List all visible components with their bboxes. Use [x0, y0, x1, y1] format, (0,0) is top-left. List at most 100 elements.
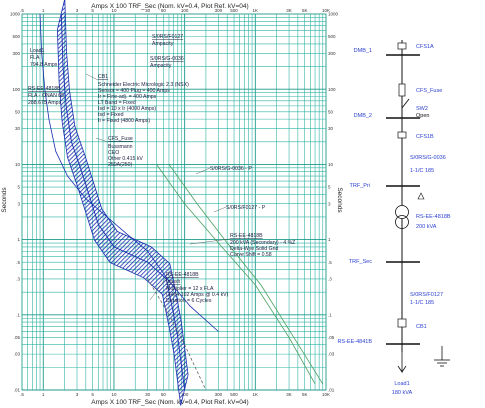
x-tick-label-bottom: 100: [181, 392, 189, 397]
x-tick-label-bottom: 5: [91, 392, 94, 397]
annotation-cb1-title: CB1: [98, 74, 108, 80]
x-tick-label-top: 300: [215, 8, 223, 13]
annotation-load1-line2: FLA: [30, 55, 40, 61]
annotation-rs-ee-fla-line2: FLA - ONAN 65: [28, 93, 64, 99]
sld-xfmr-label: RS-EE-4818B: [416, 214, 451, 220]
x-tick-label-bottom: 10: [111, 392, 117, 397]
y-tick-label-right: 500: [328, 34, 336, 39]
annotation-cb1-line8: Ii = Fixed (4800 Amps): [98, 118, 150, 124]
leader-inrush: [149, 277, 167, 301]
x-tick-label-top: 1: [42, 8, 45, 13]
annotation-rs-ee-fla-line3: 288.675 Amps: [28, 100, 62, 106]
sld-trf-sec-label: TRF_Sec: [349, 259, 372, 265]
annotation-cfs-fuse-line3: CEO: [108, 150, 119, 156]
sld-cb1-label: CB1: [416, 324, 427, 330]
y-tick-label-left: .05: [14, 335, 21, 340]
annotation-cfs-fuse-line2: Bussmann: [108, 144, 133, 150]
x-tick-label-top: 5K: [302, 8, 308, 13]
x-tick-label-top: 10K: [322, 8, 330, 13]
sld-xfmr-delta: [417, 192, 425, 200]
y-tick-label-right: 50: [328, 109, 334, 114]
annotation-rs-ee-fla: RS-EE-4818B FLA - ONAN 65 288.675 Amps: [28, 86, 64, 106]
annotation-cfs-fuse-line4: Other 0.415 kV: [108, 156, 143, 162]
x-tick-label-bottom: 30: [145, 392, 151, 397]
annotation-s0rsg0036-sub: Ampacity: [150, 63, 172, 69]
sld-load-arrow: [397, 352, 407, 374]
y-tick-label-left: .01: [14, 388, 21, 393]
y-axis-title-right: Seconds: [336, 187, 343, 213]
sld-cb1-breaker: [397, 318, 407, 328]
sld-cable2-spec: 1-1/C 185: [410, 300, 434, 306]
grid: [21, 14, 326, 391]
annotation-rs-ee-damage-line3: Delta-Wye Solid Gnd: [230, 246, 279, 252]
x-tick-label-top: 50: [161, 8, 167, 13]
x-tick-label-bottom: 5K: [302, 392, 308, 397]
annotation-cb1-line2: Schneider Electric Micrologic 2.3 (NSX): [98, 82, 189, 88]
annotation-cb1-line4: Ir = Fine-adj. = 400 Amps: [98, 94, 157, 100]
sld-cfs1a-label: CFS1A: [416, 44, 434, 50]
sld-load-rating: 180 kVA: [392, 390, 413, 396]
y-tick-label-left: .1: [16, 312, 20, 317]
annotation-rs-ee-inrush-line4: (3464.102 Amps @ 0.4 kV): [166, 292, 229, 298]
sld-sw2-blade: [401, 98, 410, 109]
series-line-cb1: [60, 13, 186, 391]
sld-bus-label: RS-EE-4841B: [337, 339, 372, 345]
sld-fuse-symbol: [398, 83, 406, 97]
x-tick-label-top: 1K: [253, 8, 259, 13]
annotation-cb1-line7: tsd = Fixed: [98, 112, 124, 118]
sld-sw2-label: SW2: [416, 106, 428, 112]
y-tick-label-right: .01: [328, 388, 335, 393]
y-tick-label-right: .05: [328, 335, 335, 340]
x-tick-label-bottom: 50: [161, 392, 167, 397]
x-tick-label-top: 3K: [286, 8, 292, 13]
y-tick-label-left: 1: [17, 237, 20, 242]
sld-cable2-label: S/0RS/F0127: [410, 292, 443, 298]
series-line-rs-ee-4818b-inrush: [147, 278, 207, 391]
annotation-s0rsf0127-p: S/0RS/F0127 - P: [226, 205, 266, 211]
annotation-cb1: CB1 Schneider Electric Micrologic 2.3 (N…: [98, 74, 189, 124]
annotation-s0rsf0127-title: S/0RS/F0127: [152, 34, 183, 40]
sld-cfs1b-label: CFS1B: [416, 134, 434, 140]
y-tick-label-left: 500: [12, 34, 20, 39]
sld-xfmr-rating: 200 kVA: [416, 224, 437, 230]
sld-cable1-spec: 1-1/C 185: [410, 168, 434, 174]
y-tick-label-right: 100: [328, 87, 336, 92]
x-tick-label-top: 100: [181, 8, 189, 13]
leader-damage: [189, 238, 231, 245]
sld-cfs1b-switch: [397, 131, 407, 139]
y-tick-label-left: 30: [15, 126, 21, 131]
annotation-cb1-line5: LT Band = Fixed: [98, 100, 136, 106]
sld-cable1-label: S/0RS/G-0036: [410, 155, 446, 161]
annotation-rs-ee-inrush-line5: Duration = 6 Cycles: [166, 298, 212, 304]
sld-load-label: Load1: [394, 381, 409, 387]
sld-xfmr-secondary: [395, 215, 409, 229]
x-tick-label-bottom: 1K: [253, 392, 259, 397]
y-tick-label-right: 1000: [328, 12, 339, 17]
x-tick-label-bottom: 500: [230, 392, 238, 397]
annotation-cb1-line6: Isd = 10 x Ir (4000 Amps): [98, 106, 156, 112]
sld-cfs-fuse-label: CFS_Fuse: [416, 88, 442, 94]
x-tick-label-bottom: 3K: [286, 392, 292, 397]
sld-xfmr-primary: [395, 205, 409, 219]
annotation-s0rsg0036-title: S/0RS/G-0036: [150, 56, 184, 62]
annotation-rs-ee-inrush-line2: Inrush: [166, 279, 181, 285]
annotation-s0rsg0036-ampacity: S/0RS/G-0036 Ampacity: [150, 56, 184, 69]
sld-trf-pri-label: TRF_Pri: [350, 183, 370, 189]
leader-cfs: [95, 137, 109, 143]
sld-dmb2-label: DMB_2: [354, 113, 372, 119]
annotation-cfs-fuse-line5: 250A(250): [108, 162, 132, 168]
sld-dmb1-label: DMB_1: [354, 48, 372, 54]
x-tick-label-top: 30: [145, 8, 151, 13]
sld-cfs1a-switch: [397, 42, 407, 50]
x-tick-label-top: 5: [91, 8, 94, 13]
annotation-s0rsf0127-ampacity: S/0RS/F0127 Ampacity: [152, 34, 183, 47]
annotation-rs-ee-damage: RS-EE-4818B 200 kVA (Secondary) - 4 %Z D…: [230, 233, 295, 258]
y-tick-label-right: 1: [328, 237, 331, 242]
y-tick-label-left: 1000: [10, 12, 21, 17]
x-tick-label-bottom: 3: [76, 392, 79, 397]
y-tick-label-left: 50: [15, 109, 21, 114]
